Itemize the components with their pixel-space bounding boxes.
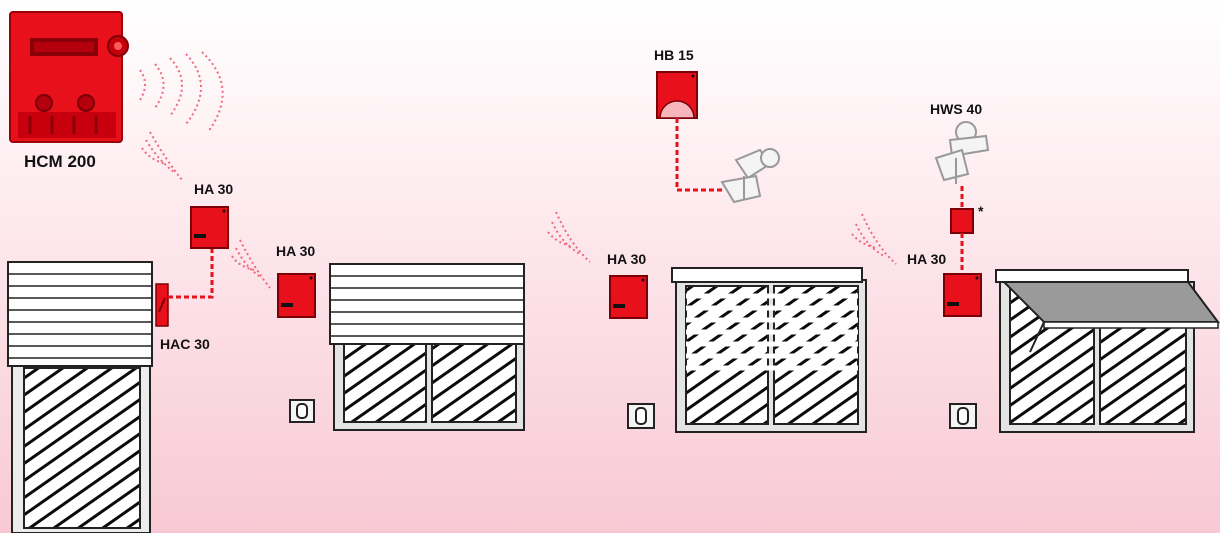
label-hws40: HWS 40 (930, 101, 983, 117)
window-1-tall-shutter (7, 261, 153, 533)
hws40-relay (950, 208, 974, 234)
hcm-radio-signal (139, 51, 224, 133)
ha30-actuator-d (943, 273, 982, 317)
label-ha30-d: HA 30 (907, 251, 947, 267)
label-hac30: HAC 30 (160, 336, 210, 352)
window-4-awning (995, 269, 1220, 433)
switch-icon (289, 399, 315, 423)
label-asterisk: * (978, 203, 984, 219)
ha30-actuator-c (609, 275, 648, 319)
label-hcm200: HCM 200 (24, 152, 96, 171)
label-hb15: HB 15 (654, 47, 694, 63)
wire-hb15-sensor (675, 118, 722, 192)
switch-icon (949, 403, 977, 429)
ha30-a-radio-signal (141, 131, 183, 181)
ha30-actuator-a (190, 206, 229, 249)
ha30-actuator-b (277, 273, 316, 318)
label-ha30-c: HA 30 (607, 251, 647, 267)
label-ha30-a: HA 30 (194, 181, 234, 197)
switch-icon (627, 403, 655, 429)
ha30-b-radio-signal (231, 239, 271, 289)
window-2-shutter (329, 263, 525, 431)
window-3-venetian-blind (671, 267, 867, 433)
ha30-d-radio-signal (851, 213, 897, 265)
hac30-wall-switch (155, 283, 169, 327)
ha30-c-radio-signal (547, 211, 591, 263)
wire-hac30-ha30 (168, 249, 214, 299)
hb15-light-sensor (656, 71, 698, 119)
label-ha30-b: HA 30 (276, 243, 316, 259)
hcm200-controller (9, 11, 129, 143)
light-sensor-bracket (720, 148, 780, 204)
hws40-wind-sensor (934, 121, 990, 184)
